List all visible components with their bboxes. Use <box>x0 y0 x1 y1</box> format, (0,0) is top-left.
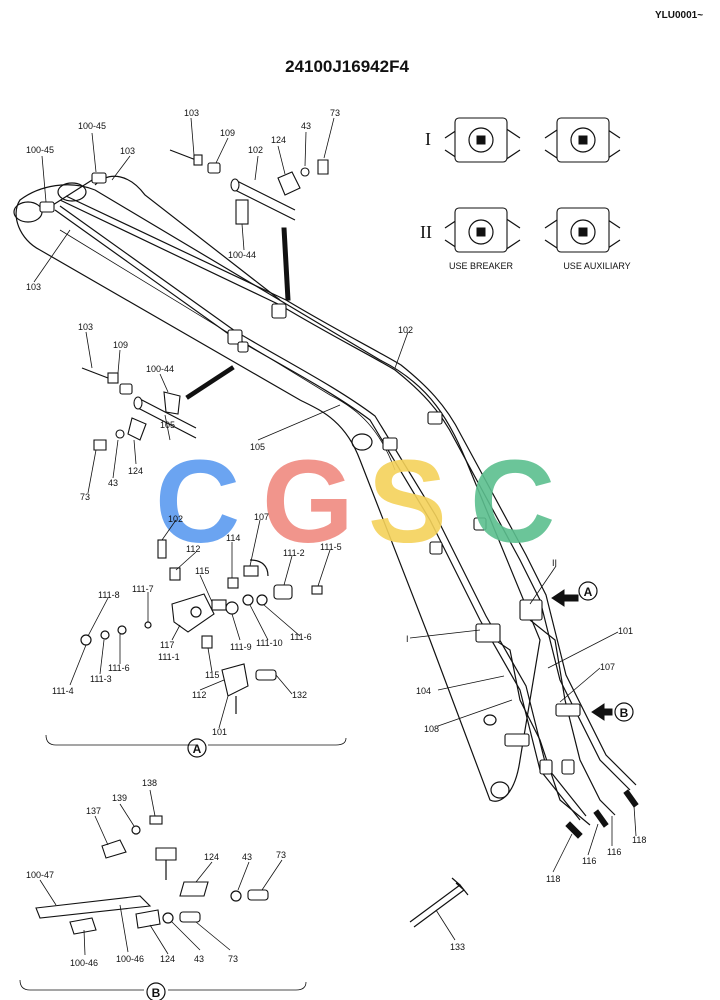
lower-clamp-detail <box>81 367 197 451</box>
callout-111-5: 111-5 <box>320 542 342 552</box>
callout-133: 133 <box>450 942 465 952</box>
detail-pointer-upper <box>281 227 291 301</box>
detail-pointer-lower <box>185 365 235 400</box>
callout-43-b: 43 <box>108 478 118 488</box>
boom-arm-outline <box>13 182 541 802</box>
valve-i-breaker <box>444 117 521 163</box>
callout-100-44-a: 100-44 <box>228 250 256 260</box>
callout-109-a: 109 <box>220 128 235 138</box>
valve-ii-breaker <box>444 207 521 253</box>
document-code: YLU0001~ <box>655 10 703 21</box>
watermark-letter-s: S <box>368 436 447 568</box>
pipe-clamps <box>39 172 639 839</box>
callout-111-10: 111-10 <box>256 638 283 648</box>
callout-100-45-a: 100-45 <box>78 121 106 131</box>
valve-i-auxiliary <box>544 117 621 163</box>
callout-100-45-b: 100-45 <box>26 145 54 155</box>
panel-row-label-i: I <box>425 129 431 149</box>
callout-103-a: 103 <box>120 146 135 156</box>
callout-100-47: 100-47 <box>26 870 54 880</box>
view-a-label: A <box>193 742 202 756</box>
valve-assembly-detail: A <box>45 539 347 758</box>
view-arrow-b-label: B <box>620 706 629 720</box>
callout-124-b: 124 <box>128 466 143 476</box>
callout-105-a: 105 <box>160 420 175 430</box>
callout-118-a: 118 <box>546 874 560 884</box>
callout-labels: 100-45 100-45 103 103 103 109 124 43 73 … <box>26 108 646 968</box>
callout-112-a: 112 <box>186 544 200 554</box>
upper-clamp-detail <box>169 149 329 225</box>
hex-wrench-133 <box>409 877 469 928</box>
callout-100-46-a: 100-46 <box>70 958 98 968</box>
callout-102-a: 102 <box>248 145 263 155</box>
callout-roman-i: I <box>406 634 409 644</box>
callout-111-1: 111-1 <box>158 652 180 662</box>
part-number-title: 24100J16942F4 <box>285 57 409 76</box>
callout-103-d: 103 <box>78 322 93 332</box>
view-arrow-b: B <box>591 702 634 722</box>
valve-selector-panel: I II USE BREAKER USE AUXILIARY <box>420 117 631 271</box>
callout-101-b: 101 <box>618 626 633 636</box>
callout-138: 138 <box>142 778 157 788</box>
callout-132: 132 <box>292 690 307 700</box>
callout-124-c: 124 <box>204 852 219 862</box>
view-b-label: B <box>152 986 161 1000</box>
callout-100-44-b: 100-44 <box>146 364 174 374</box>
caption-use-auxiliary: USE AUXILIARY <box>563 261 630 271</box>
callout-73-d: 73 <box>228 954 238 964</box>
callout-111-3: 111-3 <box>90 674 112 684</box>
callout-111-7: 111-7 <box>132 584 154 594</box>
callout-107-a: 107 <box>254 512 269 522</box>
callout-104: 104 <box>416 686 431 696</box>
callout-137: 137 <box>86 806 101 816</box>
callout-118-b: 118 <box>632 835 646 845</box>
callout-111-9: 111-9 <box>230 642 252 652</box>
callout-100-46-b: 100-46 <box>116 954 144 964</box>
view-arrow-a-label: A <box>584 585 593 599</box>
callout-43-a: 43 <box>301 121 311 131</box>
caption-use-breaker: USE BREAKER <box>449 261 514 271</box>
callout-73-a: 73 <box>330 108 340 118</box>
callout-117: 117 <box>160 640 174 650</box>
view-arrow-a: A <box>551 581 598 607</box>
callout-73-b: 73 <box>80 492 90 502</box>
callout-111-8: 111-8 <box>98 590 120 600</box>
panel-row-label-ii: II <box>420 222 432 242</box>
watermark-letter-c2: C <box>470 436 555 568</box>
callout-roman-ii: II <box>552 558 557 568</box>
callout-103-b: 103 <box>26 282 41 292</box>
watermark-letter-g: G <box>262 436 354 568</box>
callout-124-a: 124 <box>271 135 286 145</box>
callout-101-a: 101 <box>212 727 227 737</box>
callout-107-b: 107 <box>600 662 615 672</box>
callout-124-d: 124 <box>160 954 175 964</box>
cgsc-watermark: C G S C <box>155 436 555 568</box>
callout-108: 108 <box>424 724 439 734</box>
callout-116-a: 116 <box>582 856 596 866</box>
callout-114: 114 <box>226 533 240 543</box>
callout-73-c: 73 <box>276 850 286 860</box>
callout-112-b: 112 <box>192 690 206 700</box>
callout-115-b: 115 <box>205 670 219 680</box>
callout-111-6-a: 111-6 <box>290 632 312 642</box>
callout-139: 139 <box>112 793 127 803</box>
watermark-letter-c1: C <box>155 436 240 568</box>
callout-43-c: 43 <box>242 852 252 862</box>
callout-111-4: 111-4 <box>52 686 74 696</box>
callout-115-a: 115 <box>195 566 209 576</box>
callout-109-b: 109 <box>113 340 128 350</box>
callout-102-b: 102 <box>398 325 413 335</box>
callout-111-6-b: 111-6 <box>108 663 130 673</box>
callout-116-b: 116 <box>607 847 621 857</box>
bracket-assembly-detail: B <box>19 815 307 1000</box>
callout-105-b: 105 <box>250 442 265 452</box>
callout-111-2: 111-2 <box>283 548 305 558</box>
callout-43-d: 43 <box>194 954 204 964</box>
callout-102-c: 102 <box>168 514 183 524</box>
valve-ii-auxiliary <box>544 207 621 253</box>
callout-103-c: 103 <box>184 108 199 118</box>
callout-leaders <box>33 117 637 956</box>
